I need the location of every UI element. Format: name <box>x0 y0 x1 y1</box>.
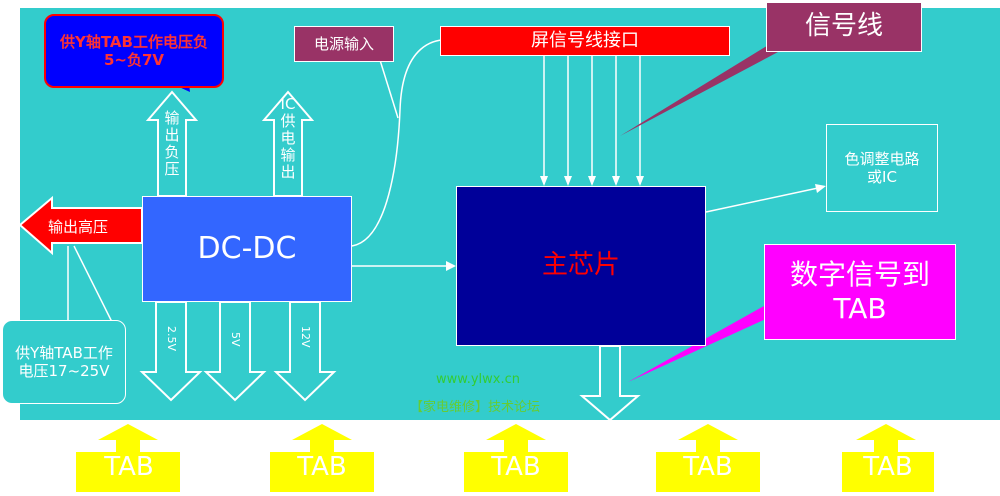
tab-arrow-1 <box>98 424 158 452</box>
tab-arrow-3 <box>486 424 546 452</box>
tab-label-4: TAB <box>683 452 733 482</box>
arrow-5v <box>203 301 267 402</box>
output-negative-label: 输出负压 <box>164 109 180 178</box>
screen-interface-bar: 屏信号线接口 <box>440 26 730 56</box>
tab-label-2: TAB <box>297 452 347 482</box>
signal-line-callout: 信号线 <box>766 2 922 52</box>
watermark-url: www.ylwx.cn <box>436 372 520 387</box>
ic-supply-label: IC供电输出 <box>280 95 296 181</box>
power-input-callout: 电源输入 <box>294 26 394 62</box>
tab-label-1: TAB <box>104 452 154 482</box>
neg-voltage-note: 供Y轴TAB工作电压负5~负7V <box>44 14 224 88</box>
tab-arrow-5 <box>856 424 916 452</box>
watermark-name: 【家电维修】技术论坛 <box>410 400 541 415</box>
voltage-label-12v: 12V <box>299 326 312 348</box>
tab-box-1 <box>76 452 180 492</box>
tab-label-5: TAB <box>863 452 913 482</box>
voltage-label-5v: 5V <box>229 332 242 347</box>
tab-arrow-2 <box>292 424 352 452</box>
digital-to-tab-callout: 数字信号到TAB <box>764 244 956 340</box>
main-chip-block: 主芯片 <box>456 186 706 346</box>
tab-box-5 <box>842 452 934 492</box>
arrow-2v5 <box>139 301 203 402</box>
output-negative-arrow <box>145 90 199 197</box>
color-ic-box: 色调整电路或IC <box>826 124 938 212</box>
tab-label-3: TAB <box>491 452 541 482</box>
tab-box-3 <box>464 452 568 492</box>
tab-box-4 <box>656 452 760 492</box>
voltage-label-2v5: 2.5V <box>165 326 178 352</box>
output-high-label: 输出高压 <box>48 218 109 236</box>
ic-supply-arrow <box>261 90 315 197</box>
y-tab-supply-note: 供Y轴TAB工作电压17~25V <box>2 320 126 404</box>
arrow-12v <box>273 301 337 402</box>
tab-arrow-4 <box>678 424 738 452</box>
dcdc-block: DC-DC <box>142 196 352 302</box>
tab-box-2 <box>270 452 374 492</box>
main-chip-output-arrow <box>579 345 641 422</box>
